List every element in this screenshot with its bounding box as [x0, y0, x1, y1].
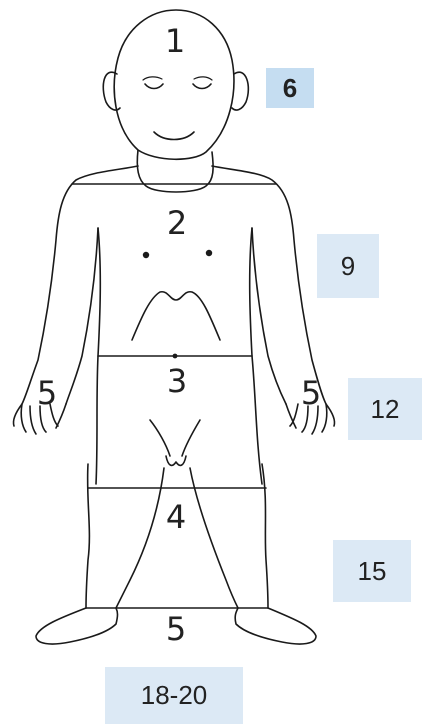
right-shoulder-arm: [212, 166, 326, 404]
region-thigh-number: 4: [166, 498, 186, 536]
left-inner-arm: [66, 228, 98, 404]
left-leg-inner: [116, 468, 164, 608]
left-nipple: [143, 252, 149, 258]
left-eye: [145, 84, 163, 89]
neck-outline: [137, 150, 213, 192]
region-head-number: 1: [165, 22, 185, 60]
age-box-thigh: 15: [333, 540, 411, 602]
right-eye: [193, 84, 211, 89]
right-nipple: [206, 250, 212, 256]
groin: [150, 420, 200, 465]
mouth: [154, 132, 194, 140]
left-shoulder-arm: [22, 166, 138, 404]
left-foot: [36, 608, 118, 644]
left-leg-outer: [86, 464, 89, 608]
right-foot: [235, 608, 316, 644]
right-leg-outer: [262, 464, 268, 608]
region-lower-leg-number: 5: [166, 610, 186, 648]
age-box-lower-leg: 18-20: [105, 667, 243, 724]
left-ear-outline: [103, 72, 120, 110]
age-box-pelvis: 12: [348, 378, 422, 440]
right-inner-arm: [252, 228, 286, 404]
age-box-head: 6: [266, 68, 314, 108]
right-leg-inner: [190, 468, 238, 608]
navel: [173, 354, 178, 359]
region-trunk-number: 2: [167, 204, 187, 242]
region-right-hand-number: 5: [301, 374, 321, 412]
region-left-hand-number: 5: [37, 374, 57, 412]
chest-ribcage: [132, 292, 220, 340]
region-pelvis-number: 3: [167, 362, 187, 400]
age-box-trunk: 9: [317, 234, 379, 298]
